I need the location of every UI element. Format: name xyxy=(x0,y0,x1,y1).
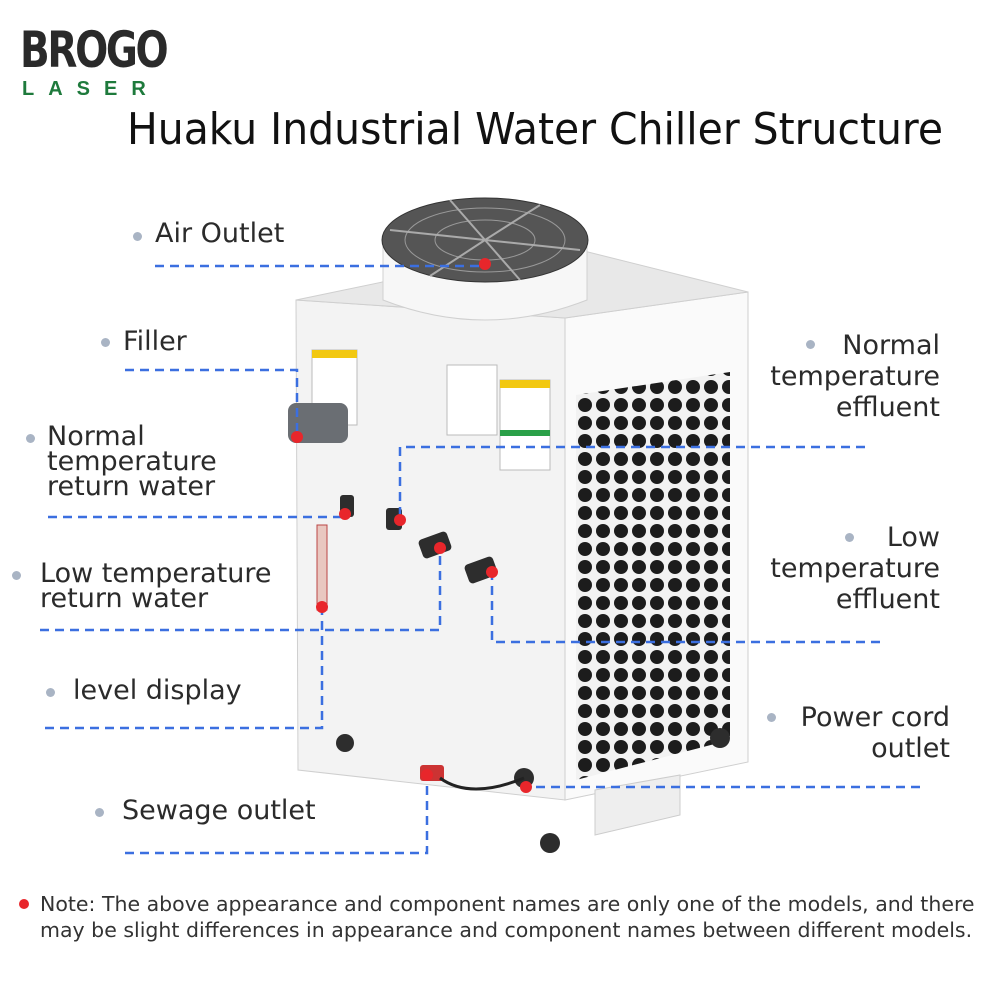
filler-cap xyxy=(288,403,348,443)
leader-level-display xyxy=(45,607,324,730)
label-line: Low xyxy=(886,522,940,553)
marker-filler xyxy=(291,431,303,443)
marker-normal-effluent xyxy=(394,514,406,526)
caster xyxy=(336,734,354,752)
leader-normal-effluent xyxy=(398,445,865,520)
label-line: temperature xyxy=(770,361,940,392)
label-line: return water xyxy=(47,471,216,502)
label-line: temperature xyxy=(770,553,940,584)
marker-level xyxy=(316,601,328,613)
marker-low-effluent xyxy=(486,566,498,578)
base-skid xyxy=(594,774,681,836)
label-low-effluent: Low temperature effluent xyxy=(770,522,940,615)
label-normal-effluent: Normal temperature effluent xyxy=(770,330,940,423)
level-display-tube xyxy=(316,524,328,611)
label-normal-return: Normal temperature return water xyxy=(47,421,217,502)
note-bullet-icon xyxy=(19,899,29,909)
label-line: temperature xyxy=(47,446,217,477)
label-line: effluent xyxy=(835,392,940,423)
bullet-icon xyxy=(12,571,21,580)
label-sewage-outlet: Sewage outlet xyxy=(122,795,316,826)
label-line: outlet xyxy=(871,733,950,764)
marker-air-outlet xyxy=(479,258,491,270)
leader-sewage xyxy=(125,775,429,855)
bullet-icon xyxy=(133,232,142,241)
leader-low-return xyxy=(40,548,442,632)
marker-normal-return xyxy=(339,508,351,520)
marker-sewage xyxy=(421,769,433,781)
label-line: return water xyxy=(40,583,209,614)
label-level-display: level display xyxy=(73,675,242,706)
bullet-icon xyxy=(845,533,854,542)
marker-power xyxy=(520,781,532,793)
bullet-icon xyxy=(101,338,110,347)
label-air-outlet: Air Outlet xyxy=(155,218,285,249)
label-line: Normal xyxy=(47,421,145,452)
label-line: effluent xyxy=(835,584,940,615)
warning-sticker-2 xyxy=(499,379,551,471)
leader-lines xyxy=(40,264,920,855)
bullet-icon xyxy=(46,688,55,697)
bullet-icon xyxy=(26,434,35,443)
label-line: Power cord xyxy=(800,702,950,733)
label-low-return: Low temperature return water xyxy=(40,558,272,614)
label-line: Normal xyxy=(842,330,940,361)
label-power-cord: Power cord outlet xyxy=(801,702,950,764)
label-filler: Filler xyxy=(123,326,187,357)
caster xyxy=(710,728,730,748)
logo-sub: LASER xyxy=(22,78,160,100)
logo-brand: BROGO xyxy=(20,21,169,79)
bullet-icon xyxy=(806,340,815,349)
bullet-icon xyxy=(95,808,104,817)
bullet-icon xyxy=(767,713,776,722)
label-line: Low temperature xyxy=(40,558,272,589)
leader-filler xyxy=(125,368,299,437)
caster xyxy=(540,833,560,853)
vent-grille xyxy=(576,372,730,780)
spec-label xyxy=(446,364,498,436)
note-text: Note: The above appearance and component… xyxy=(40,892,975,942)
page-title: Huaku Industrial Water Chiller Structure xyxy=(127,104,944,155)
marker-low-return xyxy=(434,542,446,554)
